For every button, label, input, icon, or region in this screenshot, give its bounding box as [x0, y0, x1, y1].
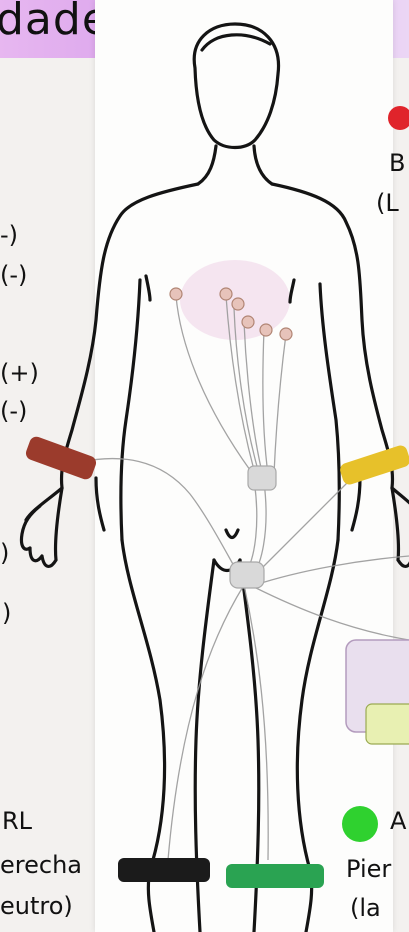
electrode-v3 — [232, 298, 244, 310]
electrode-v2 — [220, 288, 232, 300]
lead-connectors — [230, 466, 276, 588]
electrode-v4 — [242, 316, 254, 328]
chest-connector — [248, 466, 276, 490]
ecg-device-partial — [346, 640, 409, 744]
electrode-v6 — [280, 328, 292, 340]
left-arm-band — [338, 444, 409, 487]
main-connector — [230, 562, 264, 588]
electrode-v1 — [170, 288, 182, 300]
right-leg-band — [118, 858, 210, 882]
electrode-v5 — [260, 324, 272, 336]
left-leg-band — [226, 864, 324, 888]
